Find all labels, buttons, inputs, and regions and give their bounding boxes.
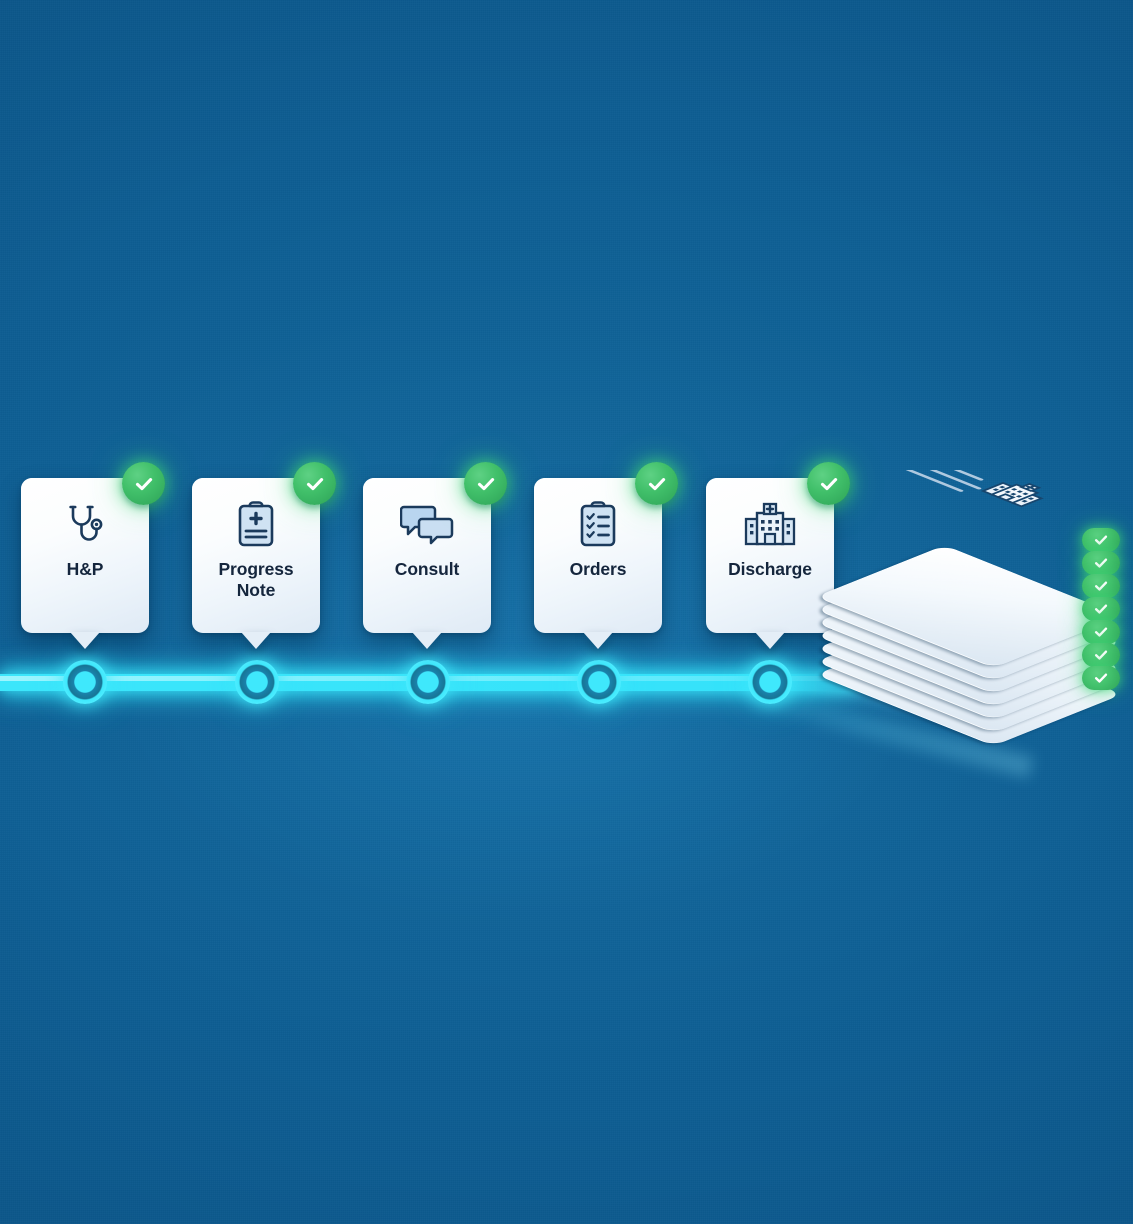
check-icon (306, 477, 323, 490)
document-check-badge (1082, 551, 1120, 575)
card-label: Orders (569, 559, 627, 579)
timeline-card-discharge[interactable]: Discharge (706, 462, 850, 649)
chat-bubbles-icon (399, 498, 455, 550)
timeline-card-hp[interactable]: H&P (21, 462, 165, 649)
document-check-badge (1082, 666, 1120, 690)
timeline-card-orders[interactable]: Orders (534, 462, 678, 649)
check-icon (1094, 558, 1108, 568)
timeline-card-consult[interactable]: Consult (363, 462, 507, 649)
timeline-node-5[interactable] (748, 660, 792, 704)
card-label: H&P (66, 559, 104, 579)
check-icon (1094, 627, 1108, 637)
check-icon (1094, 535, 1108, 545)
clipboard-check-icon (570, 498, 626, 550)
document-check-badge (1082, 643, 1120, 667)
card-label: Discharge (728, 559, 812, 579)
check-icon (477, 477, 494, 490)
check-icon (1094, 581, 1108, 591)
check-icon (1094, 650, 1108, 660)
check-icon (135, 477, 152, 490)
document-check-badge (1082, 528, 1120, 552)
timeline-node-2[interactable] (235, 660, 279, 704)
stethoscope-icon (57, 498, 113, 550)
check-icon (1094, 673, 1108, 683)
card-tail (241, 632, 271, 649)
document-check-badge (1082, 620, 1120, 644)
status-badge-complete (807, 462, 850, 505)
document-stack[interactable] (815, 470, 1123, 746)
check-icon (820, 477, 837, 490)
document-check-badge (1082, 574, 1120, 598)
check-icon (1094, 604, 1108, 614)
document-check-badge (1082, 597, 1120, 621)
card-label: Consult (394, 559, 460, 579)
card-tail (412, 632, 442, 649)
timeline-node-4[interactable] (577, 660, 621, 704)
card-tail (70, 632, 100, 649)
hospital-icon (742, 498, 798, 550)
clipboard-cross-icon (228, 498, 284, 550)
status-badge-complete (464, 462, 507, 505)
card-tail (583, 632, 613, 649)
status-badge-complete (122, 462, 165, 505)
timeline-node-3[interactable] (406, 660, 450, 704)
status-badge-complete (635, 462, 678, 505)
check-icon (648, 477, 665, 490)
timeline-node-1[interactable] (63, 660, 107, 704)
card-tail (755, 632, 785, 649)
status-badge-complete (293, 462, 336, 505)
hospital-icon (980, 482, 1044, 508)
